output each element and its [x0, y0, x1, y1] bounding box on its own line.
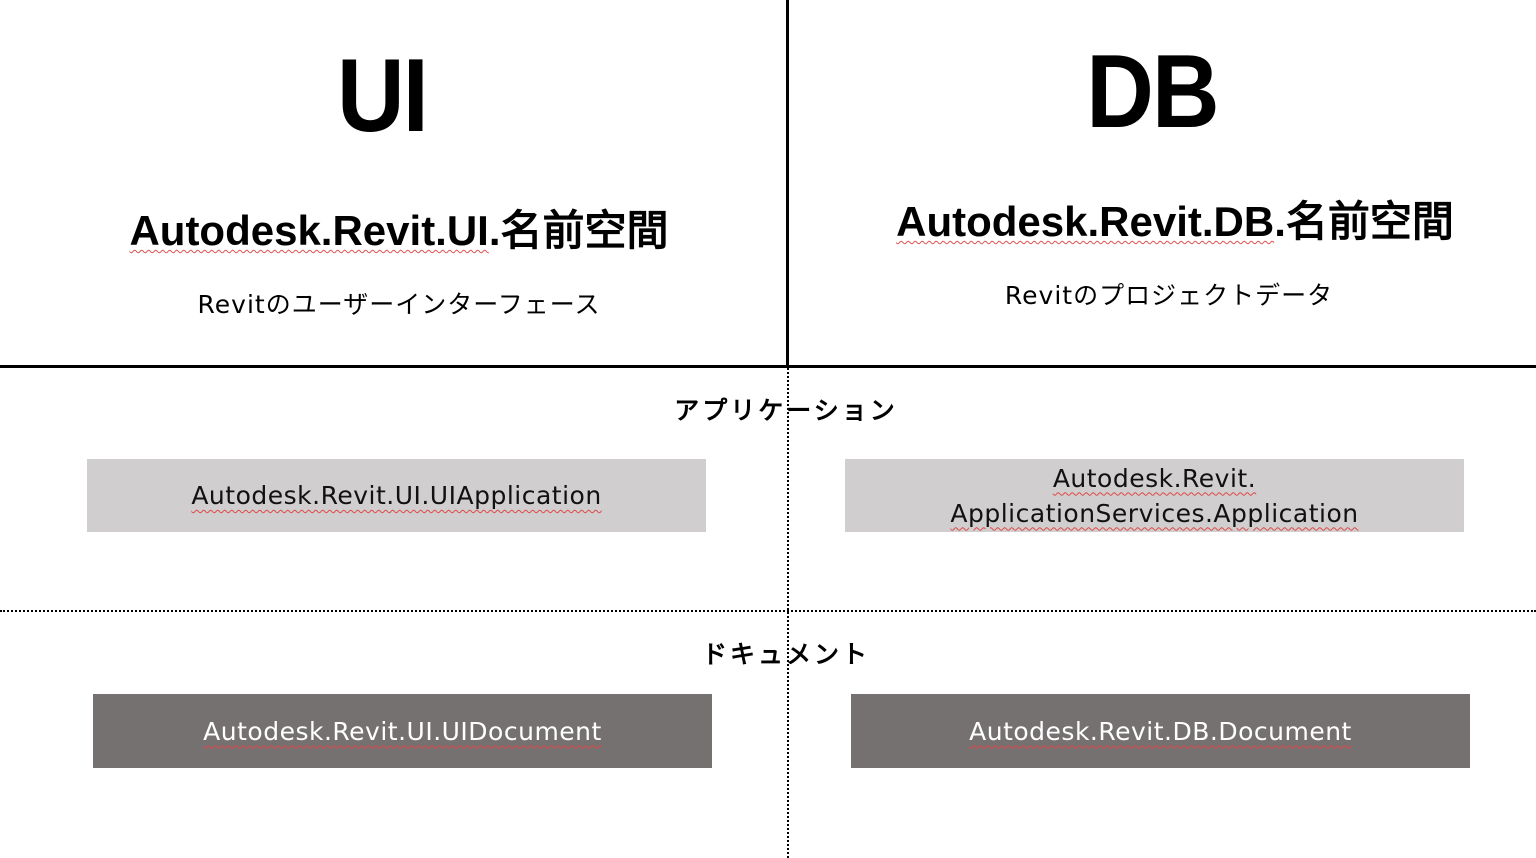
db-application-class-line1: Autodesk.Revit. — [1052, 463, 1257, 493]
row-divider-dotted — [0, 610, 1536, 612]
ui-document-class: Autodesk.Revit.UI.UIDocument — [203, 716, 602, 746]
ui-document-box: Autodesk.Revit.UI.UIDocument — [93, 694, 712, 768]
db-description: Revitのプロジェクトデータ — [1004, 281, 1334, 310]
db-namespace-suffix: .名前空間 — [1274, 198, 1454, 245]
db-namespace-prefix: Autodesk.Revit.DB — [896, 198, 1275, 245]
db-heading: DB — [1086, 34, 1219, 150]
ui-application-box: Autodesk.Revit.UI.UIApplication — [87, 459, 706, 532]
db-document-box: Autodesk.Revit.DB.Document — [851, 694, 1470, 768]
ui-namespace-title: Autodesk.Revit.UI.名前空間 — [0, 210, 798, 252]
document-row-label: ドキュメント — [701, 640, 870, 669]
column-divider-dotted — [787, 368, 789, 858]
db-namespace-title: Autodesk.Revit.DB.名前空間 — [776, 201, 1536, 243]
application-row-label: アプリケーション — [674, 396, 898, 425]
db-document-class: Autodesk.Revit.DB.Document — [969, 716, 1352, 746]
ui-description: Revitのユーザーインターフェース — [197, 290, 601, 319]
ui-heading: UI — [337, 38, 429, 154]
column-divider-solid — [786, 0, 789, 367]
ui-namespace-prefix: Autodesk.Revit.UI — [129, 207, 489, 254]
db-application-class-line2: ApplicationServices.Application — [950, 498, 1359, 528]
ui-application-class: Autodesk.Revit.UI.UIApplication — [191, 481, 602, 510]
db-application-box: Autodesk.Revit. ApplicationServices.Appl… — [845, 459, 1464, 532]
header-divider-solid — [0, 365, 1536, 368]
ui-namespace-suffix: .名前空間 — [488, 207, 669, 254]
